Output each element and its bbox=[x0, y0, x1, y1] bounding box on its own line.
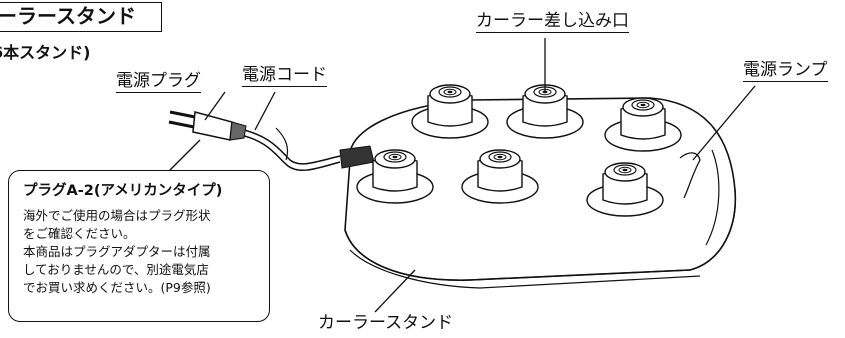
note-line: しておりませんので、別途電気店 bbox=[23, 262, 209, 277]
curler-post bbox=[411, 84, 489, 139]
power-lamp bbox=[679, 152, 701, 199]
note-line: 海外でご使用の場合はプラグ形状 bbox=[23, 208, 211, 223]
note-line: をご確認ください。 bbox=[23, 226, 136, 241]
subtitle: 6本スタンド) bbox=[0, 43, 91, 62]
label-stand: カーラースタンド bbox=[318, 313, 454, 333]
note-line: でお買い求めください。(P9参照) bbox=[23, 280, 211, 295]
label-socket: カーラー差し込み口 bbox=[476, 11, 629, 33]
power-plug bbox=[168, 110, 247, 141]
power-cord bbox=[235, 127, 341, 165]
label-cord: 電源コード bbox=[242, 65, 327, 87]
title: ーラースタンド bbox=[0, 4, 136, 28]
title-box: ーラースタンド bbox=[0, 2, 162, 32]
plug-note-box: プラグA-2(アメリカンタイプ) 海外でご使用の場合はプラグ形状 をご確認くださ… bbox=[8, 170, 270, 322]
label-plug: 電源プラグ bbox=[116, 71, 201, 93]
curler-post bbox=[506, 84, 584, 139]
label-lamp: 電源ランプ bbox=[743, 60, 828, 82]
note-line: 本商品はプラグアダプターは付属 bbox=[23, 244, 211, 259]
note-title: プラグA-2(アメリカンタイプ) bbox=[23, 183, 223, 199]
